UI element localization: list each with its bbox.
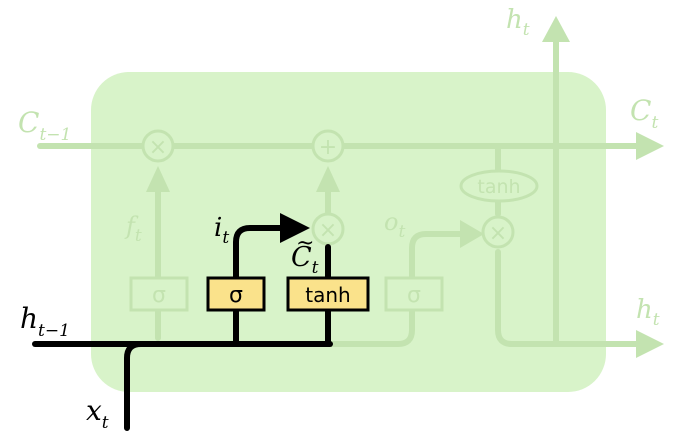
output-multiply-circle — [481, 215, 515, 249]
forget-multiply-symbol: × — [149, 135, 167, 160]
previous-hidden-label: ht−1 — [20, 302, 70, 341]
input-x-label: xt — [86, 394, 109, 433]
forget-multiply-circle — [141, 129, 175, 163]
cell-tanh-ellipse — [459, 169, 539, 203]
input-gate-path — [233, 225, 287, 281]
hidden-output-arrowhead — [636, 330, 664, 358]
candidate-tanh-label: tanh — [305, 283, 350, 307]
forget-path-arrowhead — [146, 166, 170, 192]
input-gate-label: σ — [229, 283, 243, 308]
output-gate-arrowhead — [460, 220, 484, 248]
output-gate-label: σ — [407, 283, 421, 308]
forget-gate-box — [129, 276, 189, 312]
input-x-path — [124, 341, 144, 431]
cell-state-out-label: Ct — [630, 94, 658, 133]
input-gate-box — [206, 276, 266, 312]
hidden-top-label: ht — [506, 5, 530, 40]
candidate-tanh-box — [286, 276, 370, 312]
cell-add-symbol: + — [319, 135, 337, 160]
candidate-tilde-label: ~ — [296, 231, 314, 256]
input-gate-output-label: it — [214, 213, 229, 248]
hidden-up-arrowhead — [542, 16, 570, 42]
forget-gate-label: σ — [152, 283, 166, 308]
lstm-cell-body — [91, 72, 606, 392]
input-to-add-arrowhead — [316, 166, 340, 192]
output-gate-output-label: ot — [384, 208, 405, 242]
cell-tanh-label: tanh — [477, 176, 520, 198]
hidden-right-label: ht — [636, 295, 660, 330]
cell-add-circle — [311, 129, 345, 163]
hidden-output-path — [495, 249, 643, 347]
cell-state-arrowhead — [636, 132, 664, 160]
output-gate-box — [384, 276, 444, 312]
input-gate-arrowhead — [280, 213, 310, 243]
candidate-cell-label: Ct — [291, 242, 319, 278]
cell-state-prev-label: Ct−1 — [18, 106, 71, 145]
input-multiply-symbol: × — [319, 218, 337, 243]
output-multiply-symbol: × — [489, 221, 507, 246]
